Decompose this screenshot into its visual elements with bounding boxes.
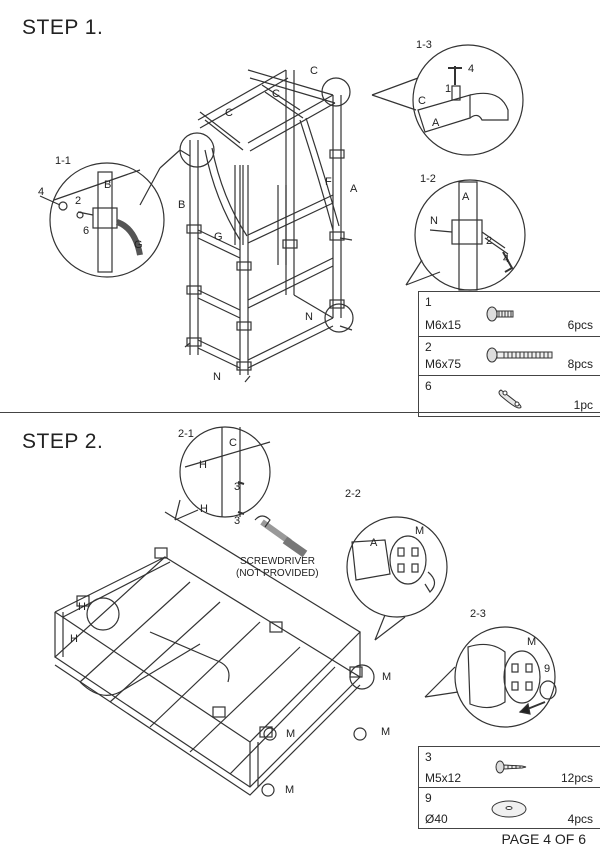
step1-diagram: 1-1 1-2 1-3 B G 4 2 6 B G C C C F A N N … bbox=[38, 39, 526, 383]
zoom-marker-1-2 bbox=[324, 303, 354, 333]
part-number: 1 bbox=[425, 295, 432, 309]
part-number: 9 bbox=[425, 791, 432, 805]
shelf-frame-step1 bbox=[186, 69, 345, 375]
callout-3a: 3 bbox=[234, 481, 240, 493]
part-qty: 6pcs bbox=[567, 318, 593, 332]
part-letter-a-2-2: A bbox=[370, 537, 378, 549]
part-letter-c-1: C bbox=[225, 107, 233, 119]
part-number: 3 bbox=[425, 750, 432, 764]
part-letter-f: F bbox=[325, 176, 332, 188]
part-letter-a-1-3: A bbox=[432, 117, 440, 129]
callout-2: 2 bbox=[75, 195, 81, 207]
part-letter-m-frame-2: M bbox=[286, 728, 295, 740]
parts-row-2: 2 M6x75 8pcs bbox=[419, 337, 600, 376]
step2-parts-table: 3 M5x12 12pcs 9 Ø40 4pcs bbox=[418, 746, 600, 829]
callout-9: 9 bbox=[544, 663, 550, 675]
part-letter-m-frame-1: M bbox=[382, 671, 391, 683]
parts-row-3: 6 1pc bbox=[419, 376, 600, 417]
part-number: 2 bbox=[425, 340, 432, 354]
part-qty: 4pcs bbox=[567, 812, 593, 826]
detail-2-2 bbox=[346, 516, 448, 641]
step-divider bbox=[0, 412, 600, 413]
part-spec: M5x12 bbox=[425, 771, 462, 785]
part-letter-c-2: C bbox=[272, 88, 280, 100]
part-letter-c-1-3: C bbox=[418, 95, 426, 107]
part-letter-g-frame: G bbox=[214, 231, 223, 243]
part-qty: 8pcs bbox=[567, 357, 593, 371]
part-letter-m-2-3: M bbox=[527, 636, 536, 648]
detail-1-3 bbox=[371, 44, 524, 156]
callout-1-1-3: 1 bbox=[445, 83, 451, 95]
part-letter-b-frame: B bbox=[178, 199, 185, 211]
part-letter-b: B bbox=[104, 179, 111, 191]
callout-6: 6 bbox=[83, 225, 89, 237]
part-spec: M6x15 bbox=[425, 318, 462, 332]
detail-label-1-1: 1-1 bbox=[55, 155, 71, 167]
part-letter-n-1-2: N bbox=[430, 215, 438, 227]
callout-4: 4 bbox=[38, 186, 44, 198]
step1-title: STEP 1. bbox=[22, 16, 104, 39]
step1-parts-table: 1 M6x15 6pcs 2 M6x75 8pcs 6 1pc bbox=[418, 291, 600, 417]
part-letter-h-frame-1: H bbox=[78, 601, 86, 613]
bolt-m6x15-icon bbox=[486, 306, 514, 322]
callout-3b: 3 bbox=[234, 515, 240, 527]
callout-4-1-3: 4 bbox=[468, 63, 474, 75]
detail-label-2-2: 2-2 bbox=[345, 488, 361, 500]
detail-2-1 bbox=[174, 426, 308, 558]
page-number: PAGE 4 OF 6 bbox=[501, 831, 586, 847]
washer-bracket-icon bbox=[498, 389, 522, 409]
parts-row-9: 9 Ø40 4pcs bbox=[419, 788, 600, 829]
part-letter-c-2-1: C bbox=[229, 437, 237, 449]
part-number: 6 bbox=[425, 379, 432, 393]
screwdriver-note-line1: SCREWDRIVER bbox=[240, 556, 315, 567]
screw-m5x12-icon bbox=[495, 760, 527, 774]
part-spec: M6x75 bbox=[425, 357, 462, 371]
detail-1-1 bbox=[39, 149, 181, 278]
screwdriver-note-line2: (NOT PROVIDED) bbox=[236, 568, 319, 579]
part-letter-h-2-1b: H bbox=[200, 503, 208, 515]
shelf-frame-step2 bbox=[54, 511, 363, 796]
detail-label-1-2: 1-2 bbox=[420, 173, 436, 185]
part-letter-n-1: N bbox=[305, 311, 313, 323]
callout-2-1-2: 2 bbox=[486, 235, 492, 247]
part-letter-m-frame-3: M bbox=[381, 726, 390, 738]
part-letter-m-2-2: M bbox=[415, 525, 424, 537]
washer-disc-icon bbox=[491, 800, 527, 818]
detail-label-2-1: 2-1 bbox=[178, 428, 194, 440]
callout-4-1-2: 4 bbox=[503, 253, 509, 265]
step2-title: STEP 2. bbox=[22, 430, 104, 453]
part-letter-n-2: N bbox=[213, 371, 221, 383]
part-qty: 12pcs bbox=[560, 771, 593, 785]
detail-2-3 bbox=[424, 626, 557, 728]
parts-row-1: 1 M6x15 6pcs bbox=[419, 292, 600, 337]
part-letter-c-3: C bbox=[310, 65, 318, 77]
zoom-marker-2-1 bbox=[86, 597, 120, 631]
detail-label-1-3: 1-3 bbox=[416, 39, 432, 51]
part-letter-a-1-2: A bbox=[462, 191, 470, 203]
part-letter-h-frame-2: H bbox=[70, 633, 78, 645]
part-letter-a: A bbox=[350, 183, 358, 195]
zoom-marker-2-3 bbox=[349, 664, 375, 690]
parts-row-3: 3 M5x12 12pcs bbox=[419, 747, 600, 788]
detail-1-2 bbox=[405, 179, 526, 291]
zoom-marker-1-3 bbox=[321, 77, 351, 107]
part-qty: 1pc bbox=[573, 398, 593, 412]
part-letter-g: G bbox=[134, 239, 143, 251]
part-letter-h-2-1a: H bbox=[199, 459, 207, 471]
part-letter-m-frame-4: M bbox=[285, 784, 294, 796]
part-spec: Ø40 bbox=[425, 812, 448, 826]
bolt-m6x75-icon bbox=[486, 347, 553, 363]
detail-label-2-3: 2-3 bbox=[470, 608, 486, 620]
zoom-marker-1-1 bbox=[179, 132, 215, 168]
step2-diagram: 2-1 2-2 2-3 C H H 3 3 SCREWDRIVER (NOT P… bbox=[54, 426, 557, 797]
